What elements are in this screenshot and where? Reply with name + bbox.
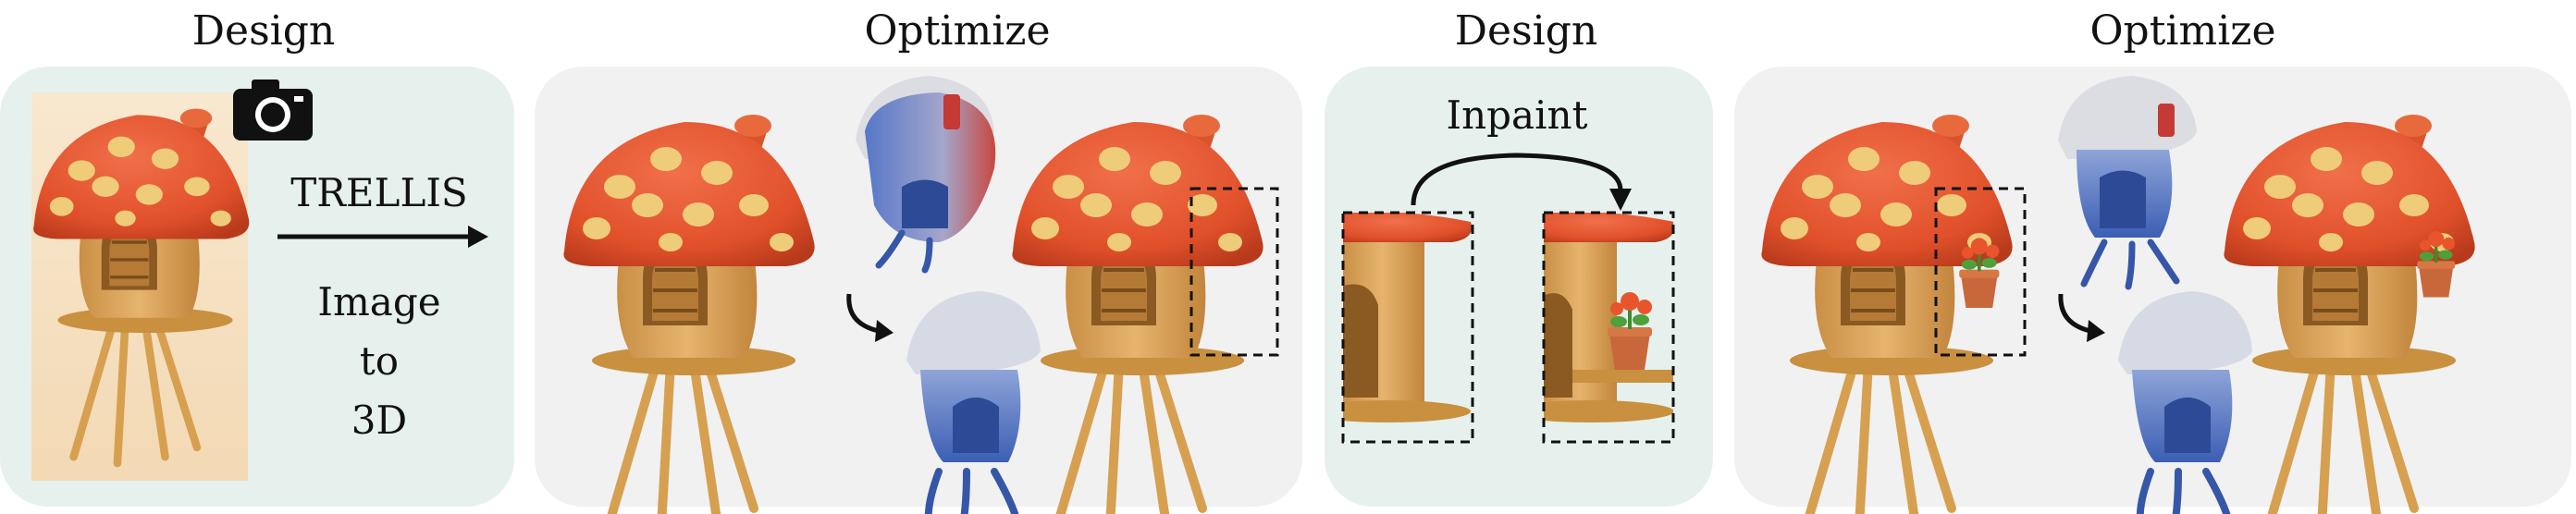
optimize2-house-left: [1761, 115, 2012, 514]
optimize2-house-right: [2224, 115, 2474, 514]
optimize2-curved-arrow: [2058, 293, 2105, 342]
optimize1-deform-top: [856, 76, 996, 274]
optimize2-focus-box: [1934, 187, 2027, 357]
inpaint-before-crop: [1341, 211, 1474, 444]
optimize2-left-pot: [1957, 236, 2002, 310]
design-photo: [31, 92, 249, 481]
optimize2-right-pot: [2415, 229, 2457, 300]
optimize1-curved-arrow: [846, 293, 894, 342]
optimize2-deform-top: [2058, 76, 2197, 290]
image-to-3d-label-line3: 3D: [351, 398, 408, 443]
stage-heading-design-2: Design: [1454, 7, 1598, 55]
stage-heading-design-1: Design: [191, 7, 336, 55]
inpaint-after-crop: [1542, 211, 1675, 444]
trellis-arrow: [277, 226, 488, 248]
optimize1-deform-bottom: [906, 291, 1041, 514]
inpaint-arc-arrow: [1411, 153, 1632, 211]
stage-heading-optimize-1: Optimize: [864, 7, 1051, 55]
optimize1-house-left: [563, 115, 814, 514]
camera-icon: [233, 80, 313, 141]
image-to-3d-label-line2: to: [359, 338, 400, 384]
stage-heading-optimize-2: Optimize: [2089, 7, 2276, 55]
image-to-3d-label-line1: Image: [317, 279, 441, 324]
trellis-label: TRELLIS: [290, 170, 468, 215]
optimize1-house-right: [1012, 115, 1263, 514]
optimize2-deform-bottom: [2118, 291, 2252, 514]
inpaint-label: Inpaint: [1446, 92, 1588, 138]
